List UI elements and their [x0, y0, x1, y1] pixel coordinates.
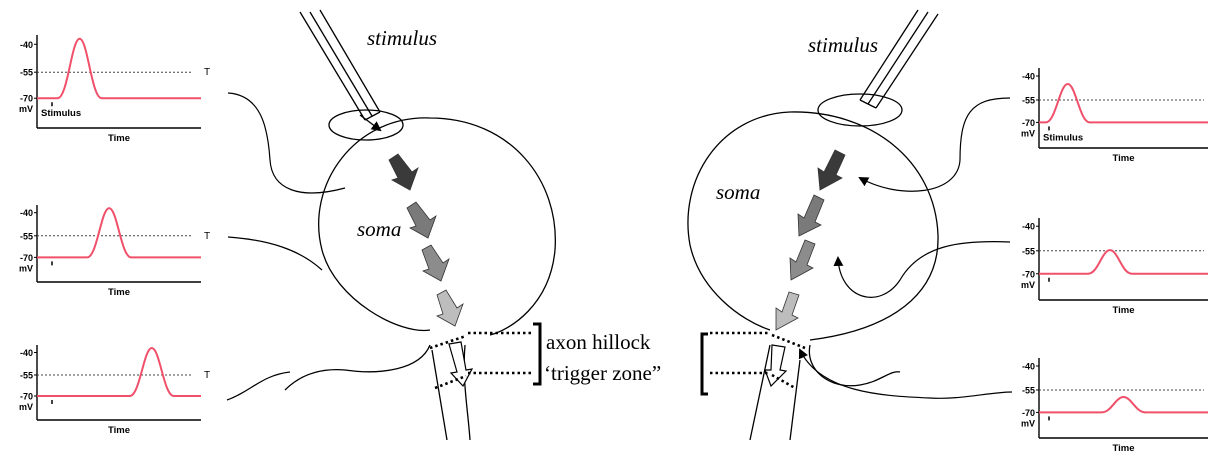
- left-conduction-arrows: [389, 154, 472, 386]
- right-bracket: [702, 334, 708, 394]
- threshold-marker: T: [204, 67, 210, 78]
- y-unit-label: mV: [1021, 280, 1035, 290]
- arrow-outline: [449, 342, 472, 386]
- potential-trace: [37, 348, 201, 396]
- potential-trace: [37, 208, 201, 257]
- threshold-marker: T: [204, 231, 210, 242]
- x-axis-label: Time: [108, 425, 130, 436]
- right-neuron: [688, 10, 1012, 440]
- axon-hillock-label: axon hillock: [546, 330, 651, 354]
- right-conduction-arrows: [765, 150, 845, 386]
- potential-trace: [1039, 250, 1208, 274]
- right-trigger-zone-lines: [710, 333, 805, 388]
- y-tick-label: -55: [1022, 246, 1035, 256]
- left-trigger-zone-lines: [430, 333, 532, 388]
- arrow-mid: [798, 195, 824, 236]
- arrow-mid: [422, 245, 449, 281]
- y-tick-label: -40: [1022, 222, 1035, 232]
- right-leads: [800, 98, 1012, 398]
- y-unit-label: mV: [19, 402, 33, 412]
- x-axis-label: Time: [108, 133, 130, 144]
- y-tick-label: -70: [1022, 118, 1035, 128]
- y-unit-label: mV: [1021, 128, 1035, 138]
- y-tick-label: -70: [20, 392, 33, 402]
- trigger-zone-label: ‘trigger zone”: [544, 361, 661, 385]
- right-stimulus-label: stimulus: [808, 33, 878, 57]
- left-leads: [227, 93, 345, 400]
- x-axis-label: Time: [1112, 443, 1134, 454]
- left-soma-label: soma: [357, 217, 401, 241]
- y-tick-label: -70: [1022, 269, 1035, 279]
- arrow-dark: [389, 154, 418, 190]
- y-tick-label: -40: [20, 348, 33, 358]
- y-tick-label: -70: [1022, 408, 1035, 418]
- left-stimulus-label: stimulus: [367, 26, 437, 50]
- stimulus-label: Stimulus: [1043, 132, 1083, 143]
- arrow-mid: [407, 202, 436, 238]
- y-tick-label: -40: [20, 40, 33, 50]
- y-unit-label: mV: [19, 104, 33, 114]
- y-tick-label: -40: [1022, 362, 1035, 372]
- y-tick-label: -70: [20, 94, 33, 104]
- y-tick-label: -55: [1022, 386, 1035, 396]
- y-tick-label: -55: [20, 371, 33, 381]
- potential-trace: [37, 39, 201, 99]
- arrow-dark: [818, 150, 845, 190]
- arrow-light: [437, 290, 463, 326]
- stimulus-label: Stimulus: [41, 108, 81, 119]
- x-axis-label: Time: [1112, 153, 1134, 164]
- right-electrode: [818, 10, 938, 126]
- y-tick-label: -40: [1022, 72, 1035, 82]
- membrane-potential-graphs: -40-55-70mVTStimulusTime-40-55-70mVTTime…: [19, 35, 1208, 454]
- arrow-mid: [790, 240, 815, 280]
- y-tick-label: -55: [20, 68, 33, 78]
- arrow-light: [776, 292, 799, 330]
- y-tick-label: -55: [1022, 96, 1035, 106]
- y-unit-label: mV: [1021, 418, 1035, 428]
- right-soma-label: soma: [716, 180, 760, 204]
- potential-trace: [1039, 397, 1208, 412]
- left-soma: [319, 118, 556, 335]
- x-axis-label: Time: [108, 287, 130, 298]
- y-unit-label: mV: [19, 263, 33, 273]
- y-tick-label: -70: [20, 253, 33, 263]
- x-axis-label: Time: [1112, 305, 1134, 316]
- left-axon: [285, 345, 470, 440]
- y-tick-label: -55: [20, 231, 33, 241]
- y-tick-label: -40: [20, 208, 33, 218]
- left-bracket: [533, 324, 540, 384]
- potential-trace: [1039, 84, 1208, 122]
- threshold-marker: T: [204, 370, 210, 381]
